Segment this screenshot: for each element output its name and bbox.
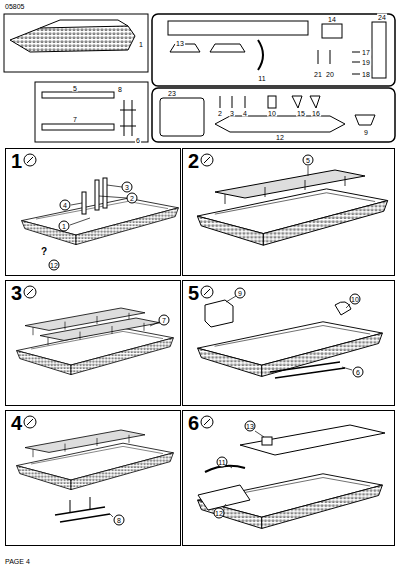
- part-number: 11: [257, 75, 266, 82]
- part-number: 21: [313, 71, 323, 78]
- step-panel: 5: [182, 280, 395, 406]
- callout-number: 7: [159, 315, 170, 326]
- callout-number: 1: [59, 221, 70, 232]
- part-number: 1: [138, 41, 144, 48]
- callout-number: 6: [353, 367, 364, 378]
- part-number: 2: [217, 110, 223, 117]
- part-number: 19: [361, 59, 371, 66]
- callout-number: 9: [235, 288, 246, 299]
- part-number: 18: [361, 71, 371, 78]
- step-number: 5: [188, 283, 199, 303]
- part-number: 3: [229, 110, 235, 117]
- step-panel: 2: [182, 148, 395, 276]
- step-number: 2: [188, 151, 199, 171]
- part-number: 13: [175, 40, 185, 47]
- callout-number: 12: [49, 260, 60, 271]
- part-number: 15: [296, 110, 306, 117]
- page-number: PAGE 4: [5, 558, 30, 565]
- part-number: 10: [267, 110, 277, 117]
- step-panel: 4: [5, 410, 181, 546]
- callout-number: 12: [214, 508, 225, 519]
- callout-number: 2: [127, 193, 138, 204]
- part-number: 16: [311, 110, 321, 117]
- callout-number: 3: [122, 182, 133, 193]
- callout-number: 13: [245, 421, 256, 432]
- callout-number: 11: [217, 457, 228, 468]
- part-number: 6: [135, 137, 141, 144]
- page-code: 05805: [5, 3, 24, 10]
- part-number: 4: [242, 110, 248, 117]
- step-number: 6: [188, 413, 199, 433]
- step-panel: 6: [182, 410, 395, 546]
- callout-number: 10: [350, 294, 361, 305]
- step-number: 3: [11, 283, 22, 303]
- step-number: 4: [11, 413, 22, 433]
- callout-number: 5: [303, 155, 314, 166]
- part-number: 14: [327, 16, 337, 23]
- part-number: 12: [275, 134, 285, 141]
- part-number: 20: [325, 71, 335, 78]
- part-number: 8: [117, 86, 123, 93]
- part-number: 5: [72, 85, 78, 92]
- callout-number: 8: [114, 515, 125, 526]
- part-number: 24: [377, 14, 387, 21]
- callout-number: 4: [60, 200, 71, 211]
- part-number: 7: [72, 116, 78, 123]
- step-number: 1: [11, 151, 22, 171]
- part-number: 17: [361, 49, 371, 56]
- step-panel: 1: [5, 148, 181, 276]
- part-number: 9: [363, 129, 369, 136]
- part-number: 23: [167, 90, 177, 97]
- help-symbol: ?: [41, 247, 47, 257]
- step-panel: 3: [5, 280, 181, 406]
